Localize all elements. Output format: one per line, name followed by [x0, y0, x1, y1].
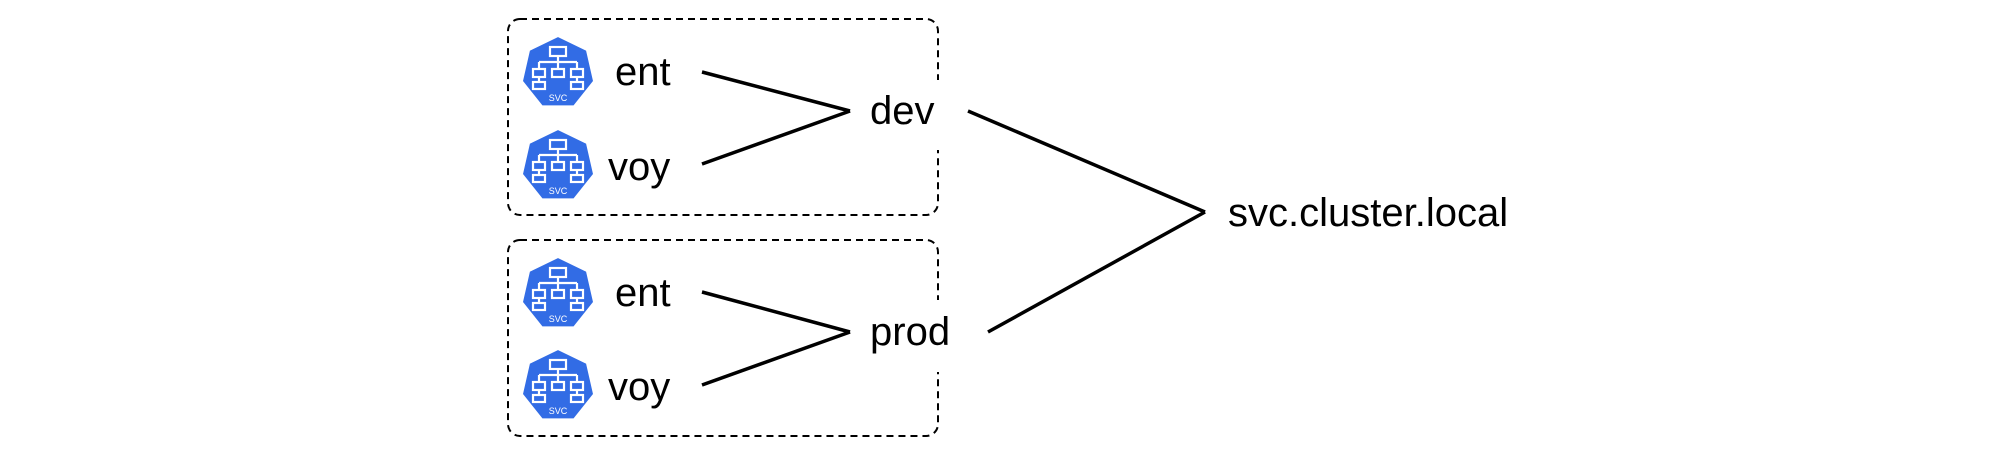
service-node-prod-voy: SVC voy	[520, 347, 670, 421]
namespace-group-dev: SVC ent SVC voy dev	[507, 18, 970, 216]
kubernetes-service-icon: SVC	[520, 255, 596, 329]
edge-ent-to-dev	[701, 70, 851, 113]
service-node-dev-voy: SVC voy	[520, 127, 670, 201]
service-label: voy	[608, 365, 670, 409]
edge-prod-to-root	[987, 210, 1206, 334]
service-node-dev-ent: SVC ent	[520, 34, 671, 108]
namespace-label-dev: dev	[870, 89, 935, 133]
namespace-group-prod: SVC ent SVC voy prod	[507, 239, 980, 437]
service-label: voy	[608, 145, 670, 189]
namespace-label-prod: prod	[870, 310, 950, 354]
svc-badge-label: SVC	[549, 186, 568, 196]
edge-ent-to-prod	[701, 290, 851, 334]
root-domain-label: svc.cluster.local	[1228, 191, 1508, 235]
kubernetes-service-icon: SVC	[520, 347, 596, 421]
namespace-label-backing-prod	[850, 300, 980, 372]
namespace-label-backing-dev	[850, 80, 970, 150]
svc-badge-label: SVC	[549, 93, 568, 103]
edge-voy-to-dev	[701, 109, 851, 166]
svc-badge-label: SVC	[549, 406, 568, 416]
edge-voy-to-prod	[701, 330, 851, 387]
service-label: ent	[615, 271, 671, 315]
kubernetes-service-icon: SVC	[520, 34, 596, 108]
edge-dev-to-root	[967, 109, 1206, 214]
service-label: ent	[615, 50, 671, 94]
svc-badge-label: SVC	[549, 314, 568, 324]
kubernetes-service-icon: SVC	[520, 127, 596, 201]
service-node-prod-ent: SVC ent	[520, 255, 671, 329]
